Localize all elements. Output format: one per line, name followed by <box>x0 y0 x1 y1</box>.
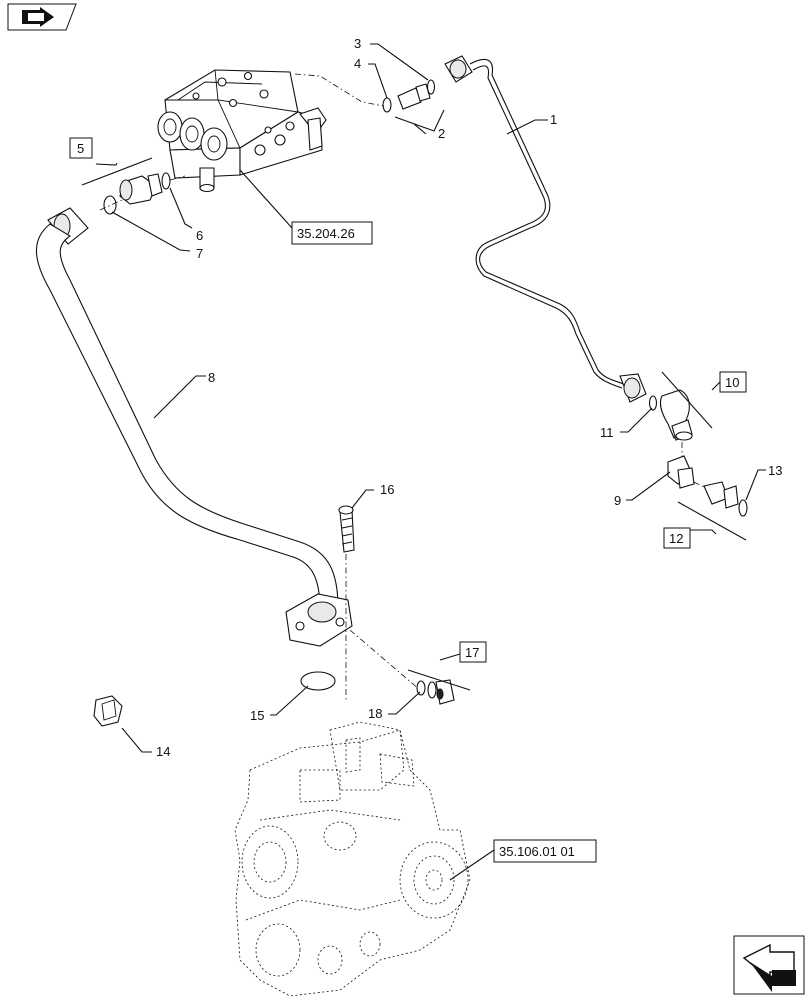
tee-fitting-9-12-13 <box>667 455 748 517</box>
callout-5: 5 <box>77 141 84 156</box>
flange-15-16 <box>285 505 421 700</box>
callout-2[interactable]: 2 <box>438 126 445 141</box>
callout-6[interactable]: 6 <box>196 228 203 243</box>
callout-4[interactable]: 4 <box>354 56 361 71</box>
callout-18[interactable]: 18 <box>368 706 382 721</box>
valve-reference-box[interactable]: 35.204.26 <box>291 221 373 245</box>
valve-reference-label: 35.204.26 <box>297 226 355 241</box>
hydraulic-pump <box>234 721 471 997</box>
elbow-fitting-10-11 <box>648 389 693 462</box>
callout-10-box[interactable]: 10 <box>719 371 747 393</box>
plug-17-18 <box>416 679 455 705</box>
callout-13[interactable]: 13 <box>768 463 782 478</box>
next-page-arrow-icon[interactable] <box>733 935 805 995</box>
callout-10: 10 <box>725 375 739 390</box>
section-arrow-icon[interactable] <box>7 3 77 31</box>
fitting-3-4 <box>294 73 436 113</box>
callout-1[interactable]: 1 <box>550 112 557 127</box>
callout-3[interactable]: 3 <box>354 36 361 51</box>
callout-7[interactable]: 7 <box>196 246 203 261</box>
pump-reference-box[interactable]: 35.106.01 01 <box>493 839 597 863</box>
callout-17-box[interactable]: 17 <box>459 641 487 663</box>
callout-1-1[interactable]: 11 <box>600 425 614 440</box>
callout-12: 12 <box>669 531 683 546</box>
pump-reference-label: 35.106.01 01 <box>499 844 575 859</box>
callout-15[interactable]: 15 <box>250 708 264 723</box>
callout-17: 17 <box>465 645 479 660</box>
callout-5-box[interactable]: 5 <box>69 137 93 159</box>
callout-labels: 1 2 3 4 6 7 8 11 9 13 14 15 16 18 <box>156 36 782 759</box>
leader-lines <box>81 43 766 881</box>
nut-14 <box>93 695 123 727</box>
callout-14[interactable]: 14 <box>156 744 170 759</box>
callout-8[interactable]: 8 <box>208 370 215 385</box>
callout-12-box[interactable]: 12 <box>663 527 691 549</box>
callout-16[interactable]: 16 <box>380 482 394 497</box>
control-valve-block <box>157 69 327 193</box>
tube-1 <box>444 55 647 403</box>
callout-9[interactable]: 9 <box>614 493 621 508</box>
tube-8 <box>35 207 339 611</box>
banjo-fitting-6-7 <box>99 172 186 215</box>
